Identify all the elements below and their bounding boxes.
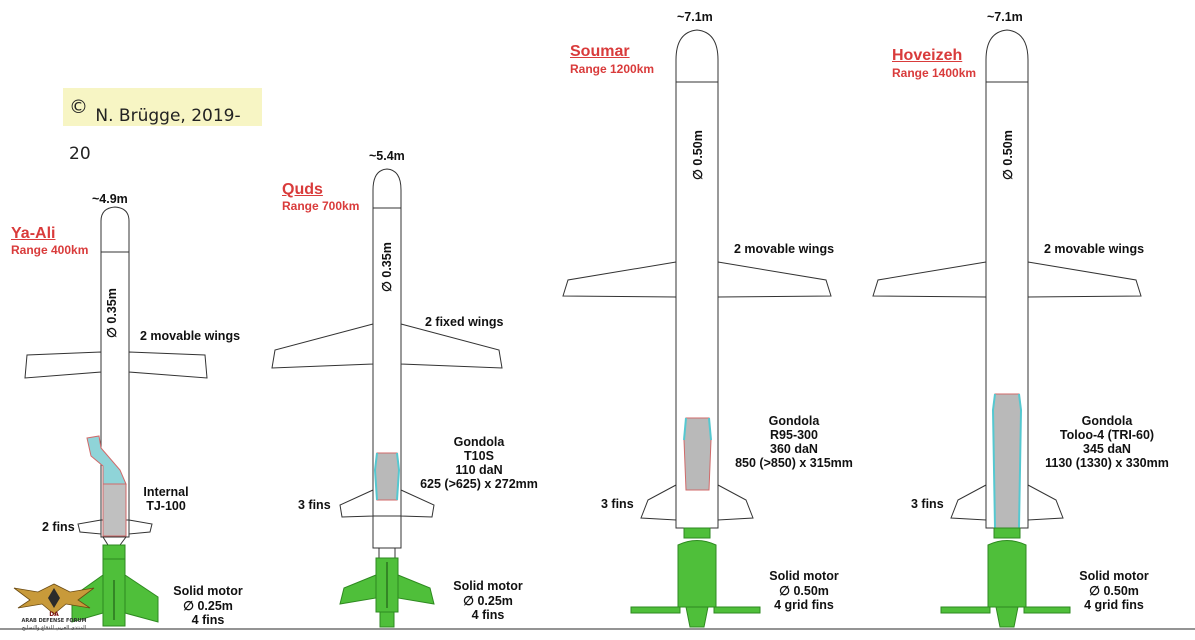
hoveizeh-length: ~7.1m <box>987 10 1023 24</box>
quds-diameter: ∅ 0.35m <box>380 242 394 292</box>
copyright-text: N. Brügge, 2019-20 <box>69 106 241 164</box>
soumar-missile <box>562 29 832 628</box>
hoveizeh-fin-left <box>950 484 987 521</box>
soumar-fins: 3 fins <box>601 497 634 511</box>
hoveizeh-wings: 2 movable wings <box>1044 242 1145 256</box>
quds-name: Quds <box>282 181 323 198</box>
logo-line2: المنتدى العربي للدفاع والتسليح <box>21 625 87 631</box>
ya-ali-motor-label: Solid motor ∅ 0.25m 4 fins <box>173 584 243 627</box>
ya-ali-nose <box>100 206 130 253</box>
arab-defense-forum-logo: DA ARAB DEFENSE FORUM المنتدى العربي للد… <box>8 578 100 634</box>
logo-abbr: DA <box>49 611 59 618</box>
quds-wings: 2 fixed wings <box>425 315 504 329</box>
soumar-wings: 2 movable wings <box>734 242 835 256</box>
eagle-icon <box>13 583 95 615</box>
hoveizeh-fins: 3 fins <box>911 497 944 511</box>
quds-engine-label: Gondola T10S 110 daN 625 (>625) x 272mm <box>420 435 538 491</box>
quds-length: ~5.4m <box>369 149 405 163</box>
soumar-wing-left <box>562 261 677 298</box>
soumar-motor-label: Solid motor ∅ 0.50m 4 grid fins <box>769 569 839 612</box>
hoveizeh-missile <box>872 29 1142 628</box>
quds-nose <box>372 168 402 209</box>
hoveizeh-gondola <box>992 393 1022 529</box>
hoveizeh-name: Hoveizeh <box>892 47 963 64</box>
logo-line1: ARAB DEFENSE FORUM <box>21 618 87 624</box>
hoveizeh-engine-label: Gondola Toloo-4 (TRI-60) 345 daN 1130 (1… <box>1045 414 1169 470</box>
soumar-motor <box>677 540 717 608</box>
soumar-nose <box>675 29 719 83</box>
quds-motor-label: Solid motor ∅ 0.25m 4 fins <box>453 579 523 622</box>
ya-ali-length: ~4.9m <box>92 192 128 206</box>
ya-ali-range: Range 400km <box>11 243 89 257</box>
hoveizeh-fin-right <box>1027 484 1064 521</box>
quds-gondola <box>374 452 400 501</box>
soumar-fin-left <box>640 484 677 521</box>
hoveizeh-range: Range 1400km <box>892 66 977 80</box>
hoveizeh-motor <box>987 540 1027 608</box>
ya-ali-wing-left <box>24 351 102 379</box>
quds-fin-left <box>339 489 374 518</box>
soumar-diameter: ∅ 0.50m <box>691 130 705 180</box>
quds-wing-right <box>400 323 503 369</box>
soumar-range: Range 1200km <box>570 62 655 76</box>
copyright-symbol: © <box>69 96 88 118</box>
hoveizeh-wing-right <box>1027 261 1142 298</box>
quds-range: Range 700km <box>282 199 360 213</box>
ya-ali-engine-label: Internal TJ-100 <box>143 485 189 513</box>
hoveizeh-motor-label: Solid motor ∅ 0.50m 4 grid fins <box>1079 569 1149 612</box>
soumar-length: ~7.1m <box>677 10 713 24</box>
quds-wing-left <box>271 323 374 369</box>
ya-ali-engine <box>102 483 127 537</box>
hoveizeh-nose <box>985 29 1029 83</box>
soumar-wing-right <box>717 261 832 298</box>
soumar-engine-label: Gondola R95-300 360 daN 850 (>850) x 315… <box>735 414 853 470</box>
hoveizeh-diameter: ∅ 0.50m <box>1001 130 1015 180</box>
ya-ali-missile <box>24 206 208 627</box>
ya-ali-wings: 2 movable wings <box>140 329 241 343</box>
ya-ali-fin-right <box>128 519 153 535</box>
ya-ali-name: Ya-Ali <box>11 225 56 242</box>
soumar-fin-right <box>717 484 754 521</box>
quds-fin-right <box>400 489 435 518</box>
soumar-name: Soumar <box>570 43 630 60</box>
ya-ali-fin-left <box>77 519 102 535</box>
hoveizeh-wing-left <box>872 261 987 298</box>
copyright-note: © N. Brügge, 2019-20 <box>63 88 262 164</box>
soumar-gondola <box>683 417 712 491</box>
quds-missile <box>271 168 503 628</box>
ya-ali-diameter: ∅ 0.35m <box>105 288 119 338</box>
quds-fins: 3 fins <box>298 498 331 512</box>
ya-ali-wing-right <box>128 351 208 379</box>
ya-ali-fins: 2 fins <box>42 520 75 534</box>
